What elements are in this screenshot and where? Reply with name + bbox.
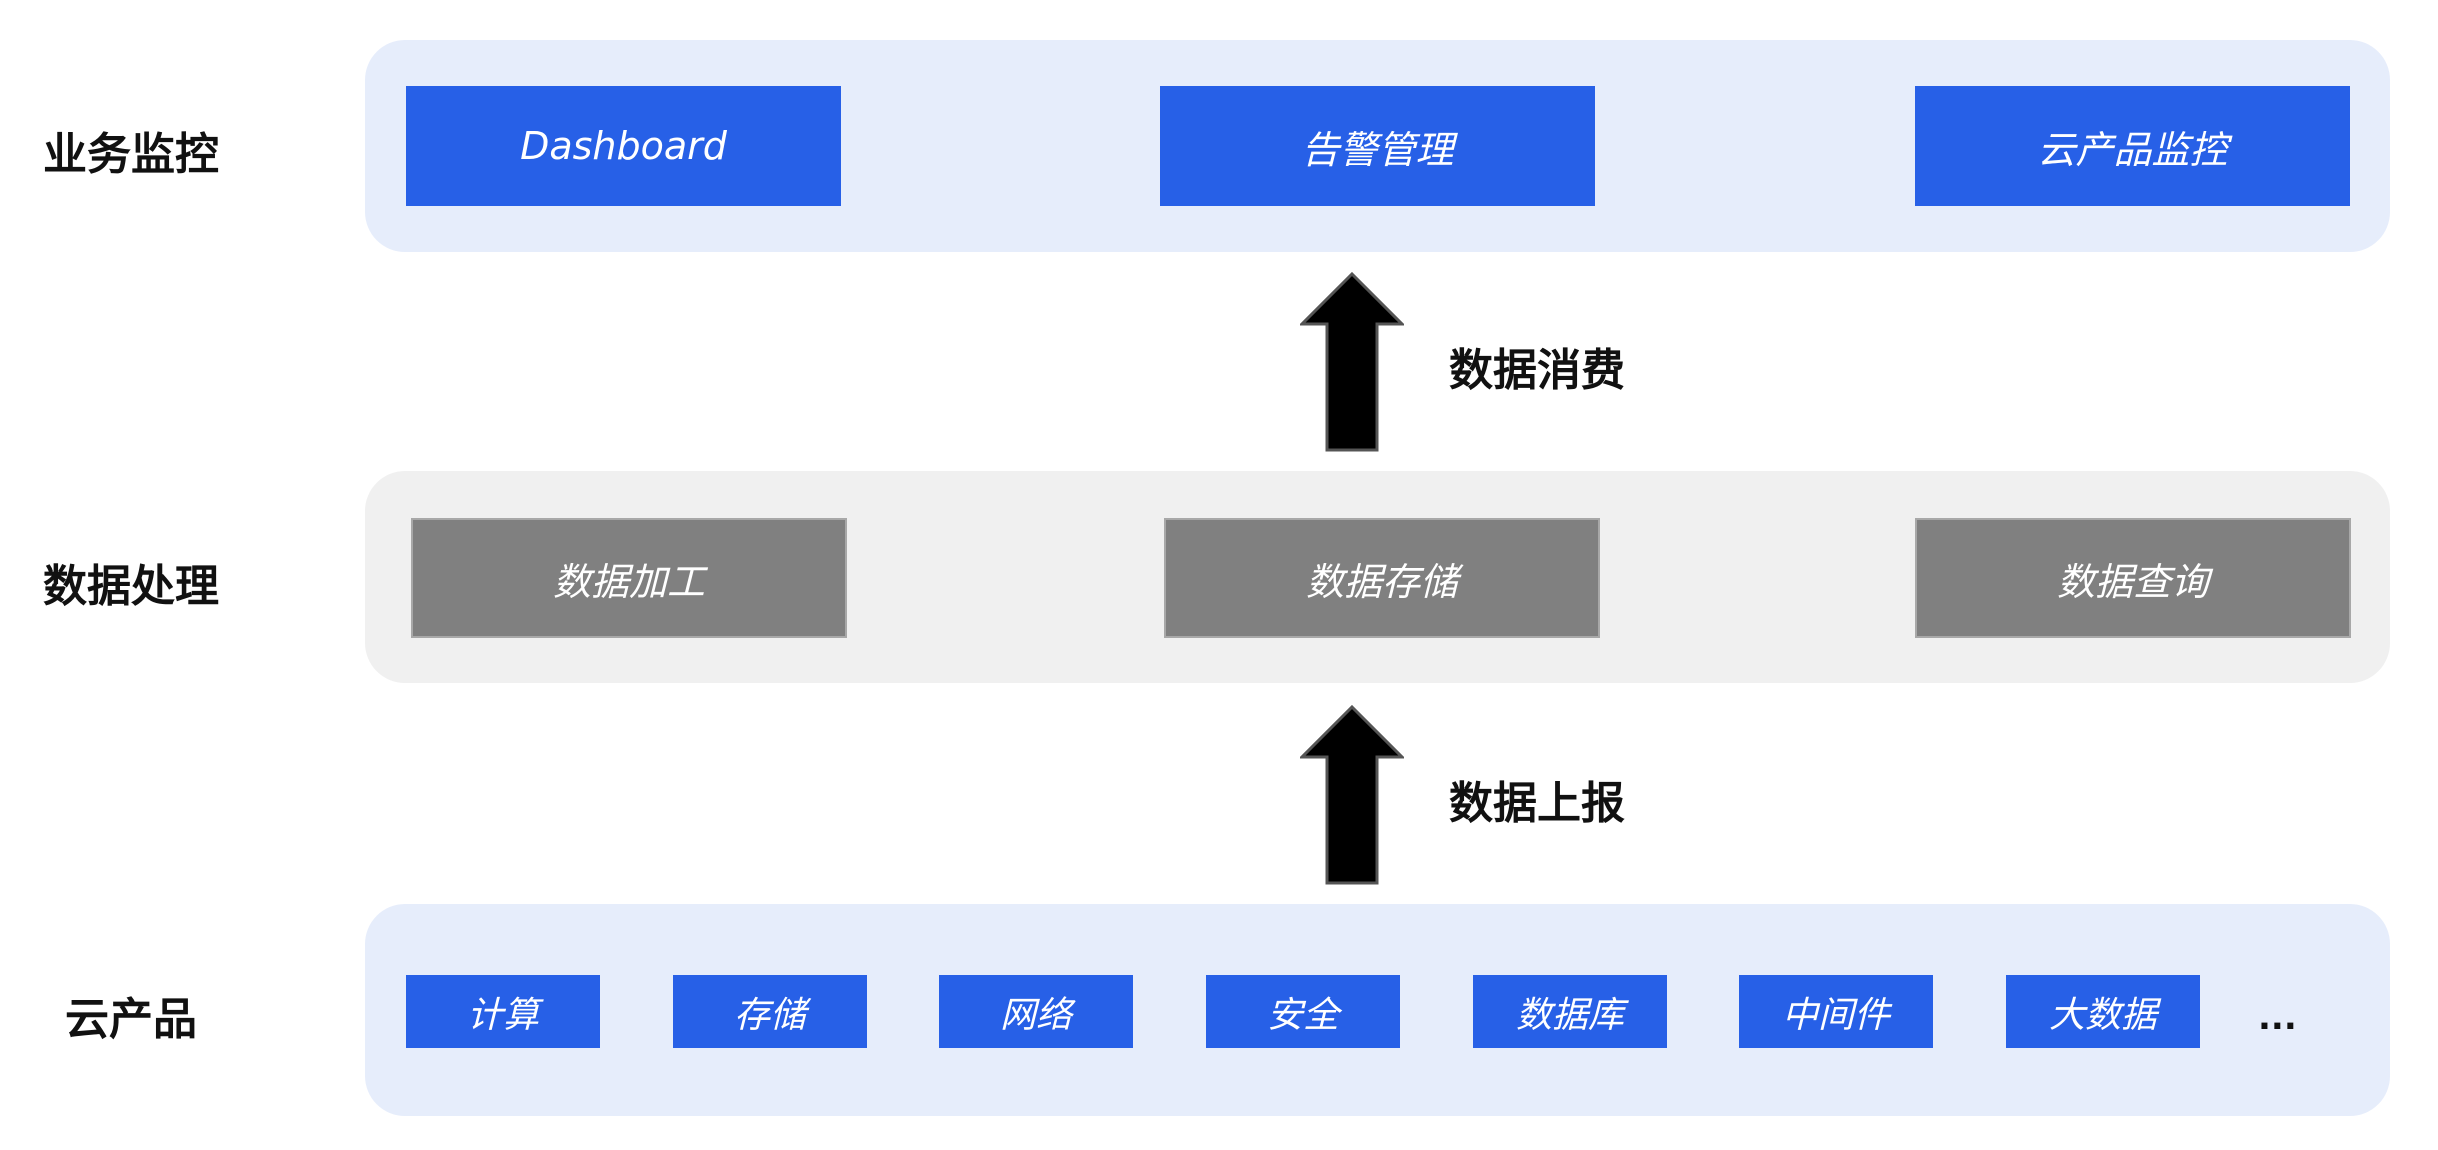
product-database-box: 数据库	[1473, 975, 1667, 1048]
up-arrow-icon	[1300, 705, 1404, 885]
layer-label-processing: 数据处理	[43, 561, 219, 612]
more-ellipsis: ...	[2258, 998, 2297, 1038]
dashboard-box: Dashboard	[406, 86, 841, 206]
product-security-box: 安全	[1206, 975, 1400, 1048]
data-query-box: 数据查询	[1915, 518, 2351, 638]
alert-management-box: 告警管理	[1160, 86, 1595, 206]
layer-label-products: 云产品	[65, 994, 197, 1045]
products-panel: 计算 存储 网络 安全 数据库 中间件 大数据 ...	[365, 904, 2390, 1116]
data-storage-box: 数据存储	[1164, 518, 1600, 638]
flow-label-consume: 数据消费	[1449, 345, 1625, 396]
product-network-box: 网络	[939, 975, 1133, 1048]
processing-panel: 数据加工 数据存储 数据查询	[365, 471, 2390, 683]
up-arrow-icon	[1300, 272, 1404, 452]
flow-label-report: 数据上报	[1449, 778, 1625, 829]
product-storage-box: 存储	[673, 975, 867, 1048]
cloud-product-monitoring-box: 云产品监控	[1915, 86, 2350, 206]
data-processing-box: 数据加工	[411, 518, 847, 638]
product-middleware-box: 中间件	[1739, 975, 1933, 1048]
product-compute-box: 计算	[406, 975, 600, 1048]
product-bigdata-box: 大数据	[2006, 975, 2200, 1048]
layer-label-monitor: 业务监控	[43, 129, 219, 180]
monitor-panel: Dashboard 告警管理 云产品监控	[365, 40, 2390, 252]
